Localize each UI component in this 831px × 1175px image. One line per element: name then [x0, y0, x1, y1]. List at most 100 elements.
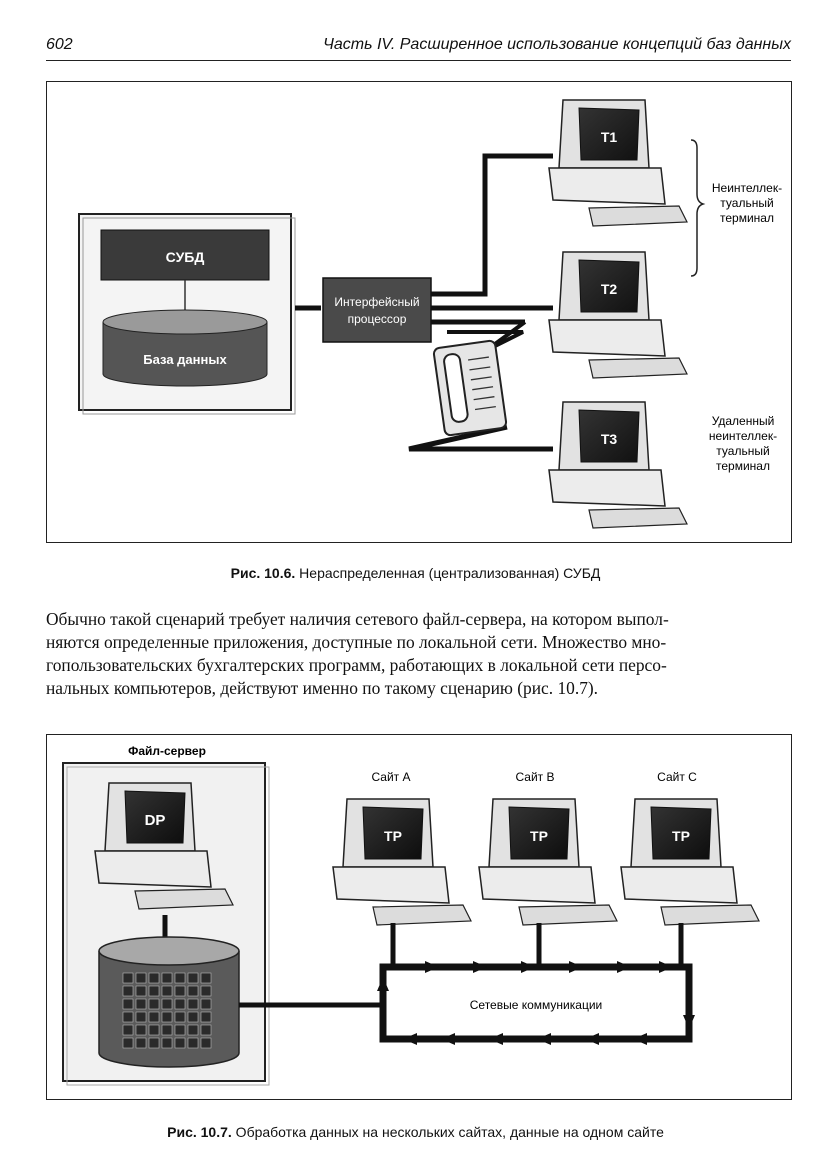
site-b: TP: [478, 798, 618, 926]
svg-text:терминал: терминал: [716, 459, 770, 473]
database-grid-cell: [135, 998, 147, 1010]
interface-processor-box: [322, 277, 432, 343]
site-c: TP: [620, 798, 760, 926]
svg-text:Удаленный: Удаленный: [712, 414, 775, 428]
database-grid-cell: [135, 1011, 147, 1023]
caption-text: Обработка данных на нескольких сайтах, д…: [231, 1124, 664, 1140]
terminal-t3: T3: [548, 401, 688, 529]
network-loop: [379, 963, 693, 1043]
svg-text:туальный: туальный: [716, 444, 769, 458]
paragraph-line: Обычно такой сценарий требует наличия се…: [46, 609, 669, 629]
terminal-t2-label: T2: [601, 281, 618, 297]
paragraph-line: нальных компьютеров, действуют именно по…: [46, 678, 599, 698]
header-rule: [46, 60, 791, 61]
figure-10-6-caption: Рис. 10.6. Нераспределенная (централизов…: [0, 565, 831, 581]
site-c-label: Сайт C: [657, 770, 697, 784]
database-grid-cell: [148, 972, 160, 984]
database-grid-cell: [148, 985, 160, 997]
figure-10-7-caption: Рис. 10.7. Обработка данных на нескольки…: [0, 1124, 831, 1140]
database-grid-cell: [148, 1011, 160, 1023]
site-b-screen: TP: [530, 828, 548, 844]
database-grid-cell: [174, 1011, 186, 1023]
body-paragraph: Обычно такой сценарий требует наличия се…: [46, 608, 791, 700]
database-grid-cell: [161, 1037, 173, 1049]
database-grid-cell: [187, 972, 199, 984]
svg-text:терминал: терминал: [720, 211, 774, 225]
database-grid-cell: [174, 972, 186, 984]
caption-number: Рис. 10.6.: [230, 565, 296, 581]
database-grid-cell: [174, 1037, 186, 1049]
dumb-terminal-label: Неинтеллек- туальный терминал: [712, 181, 782, 225]
database-grid-cell: [135, 972, 147, 984]
interface-processor-line2: процессор: [348, 312, 407, 326]
terminal-t1: T1: [548, 99, 688, 227]
page-number: 602: [46, 36, 73, 53]
database-grid-cell: [200, 1011, 212, 1023]
database-grid-cell: [174, 998, 186, 1010]
database-grid-cell: [122, 972, 134, 984]
database-grid-cell: [148, 1037, 160, 1049]
server-computer: DP: [94, 782, 234, 910]
site-a: TP: [332, 798, 472, 926]
running-title: Часть IV. Расширенное использование конц…: [323, 36, 791, 53]
paragraph-line: гопользовательских бухгалтерских програм…: [46, 655, 667, 675]
figure-10-6: СУБД База данных Интерфейсный процессор: [46, 81, 792, 543]
database-grid-cell: [161, 985, 173, 997]
svg-text:туальный: туальный: [720, 196, 773, 210]
database-grid-cell: [161, 1024, 173, 1036]
database-grid-cell: [135, 1024, 147, 1036]
database-cylinder: [98, 936, 240, 1068]
database-grid-cell: [122, 1024, 134, 1036]
running-header: 602 Часть IV. Расширенное использование …: [46, 36, 791, 58]
database-grid-cell: [122, 985, 134, 997]
database-grid-cell: [122, 1037, 134, 1049]
terminal-t2: T2: [548, 251, 688, 379]
site-a-label: Сайт A: [371, 770, 410, 784]
dbms-label: СУБД: [166, 249, 205, 265]
database-grid-cell: [161, 972, 173, 984]
database-grid-cell: [148, 1024, 160, 1036]
server-screen-label: DP: [145, 812, 166, 829]
terminal-t1-label: T1: [601, 129, 618, 145]
database-grid-cell: [161, 998, 173, 1010]
database-grid-cell: [200, 998, 212, 1010]
figure-10-7: Файл-сервер DP Сетевые комм: [46, 734, 792, 1100]
file-server-label: Файл-сервер: [128, 744, 206, 758]
figure-10-6-diagram: СУБД База данных Интерфейсный процессор: [78, 99, 782, 529]
database-grid-cell: [122, 1011, 134, 1023]
database-grid-cell: [174, 985, 186, 997]
database-grid-cell: [200, 1037, 212, 1049]
database-grid-cell: [122, 998, 134, 1010]
database-grid-cell: [187, 985, 199, 997]
database-grid: [122, 972, 212, 1049]
terminal-t3-label: T3: [601, 431, 618, 447]
paragraph-line: няются определенные приложения, доступны…: [46, 632, 667, 652]
database-grid-cell: [187, 1011, 199, 1023]
interface-processor-line1: Интерфейсный: [334, 295, 419, 309]
database-grid-cell: [200, 972, 212, 984]
database-grid-cell: [135, 1037, 147, 1049]
database-grid-cell: [161, 1011, 173, 1023]
site-c-screen: TP: [672, 828, 690, 844]
network-arrows: [377, 961, 695, 1045]
site-a-screen: TP: [384, 828, 402, 844]
figure-10-7-diagram: Файл-сервер DP Сетевые комм: [62, 744, 760, 1086]
database-grid-cell: [200, 985, 212, 997]
caption-number: Рис. 10.7.: [167, 1124, 232, 1140]
database-grid-cell: [187, 998, 199, 1010]
caption-text: Нераспределенная (централизованная) СУБД: [295, 565, 601, 581]
database-grid-cell: [135, 985, 147, 997]
database-grid-cell: [187, 1024, 199, 1036]
site-b-label: Сайт B: [515, 770, 554, 784]
phone-icon: [432, 339, 508, 437]
database-grid-cell: [148, 998, 160, 1010]
remote-terminal-label: Удаленный неинтеллек- туальный терминал: [709, 414, 777, 473]
database-grid-cell: [174, 1024, 186, 1036]
network-label: Сетевые коммуникации: [470, 998, 602, 1012]
group-brace: [690, 139, 706, 277]
svg-text:неинтеллек-: неинтеллек-: [709, 429, 777, 443]
dbms-box: [100, 229, 270, 281]
database-grid-cell: [187, 1037, 199, 1049]
svg-text:Неинтеллек-: Неинтеллек-: [712, 181, 782, 195]
database-label: База данных: [143, 352, 227, 367]
